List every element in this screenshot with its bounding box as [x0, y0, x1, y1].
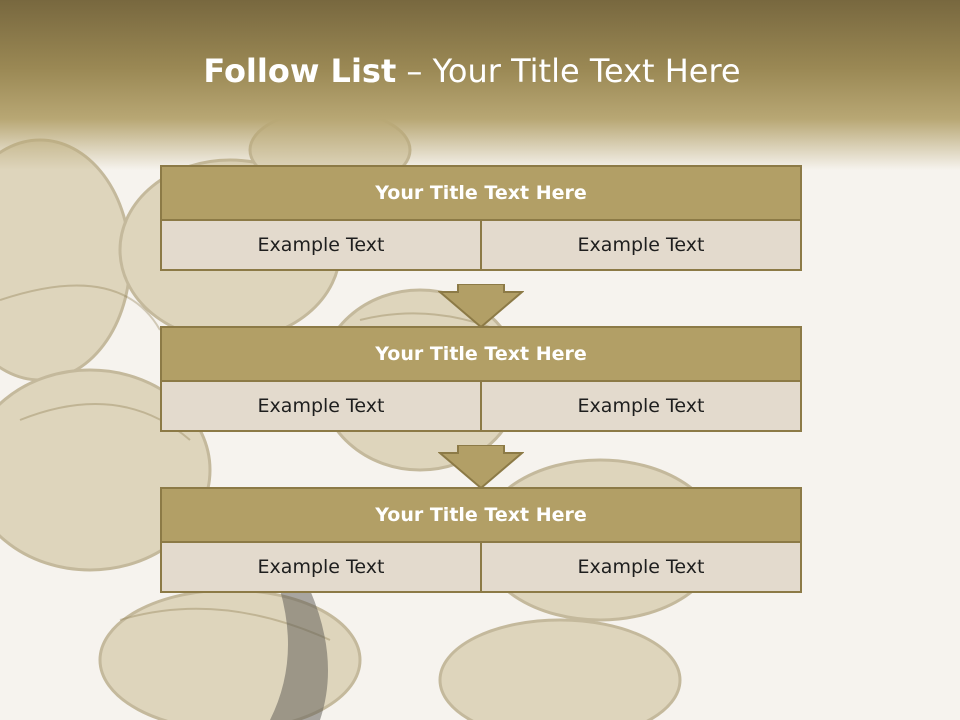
- step-block-2: Your Title Text Here Example Text Exampl…: [160, 326, 802, 432]
- step-title: Your Title Text Here: [160, 326, 802, 382]
- step-cell-right: Example Text: [480, 221, 800, 269]
- slide-title-bold: Follow List: [203, 52, 397, 90]
- slide-title: Follow List – Your Title Text Here: [0, 52, 944, 90]
- down-arrow-icon: [438, 445, 524, 489]
- step-row: Example Text Example Text: [160, 382, 802, 432]
- header-band: [0, 0, 960, 170]
- step-row: Example Text Example Text: [160, 543, 802, 593]
- step-cell-left: Example Text: [162, 382, 480, 430]
- step-block-1: Your Title Text Here Example Text Exampl…: [160, 165, 802, 271]
- step-cell-right: Example Text: [480, 543, 800, 591]
- step-cell-right: Example Text: [480, 382, 800, 430]
- step-row: Example Text Example Text: [160, 221, 802, 271]
- down-arrow-icon: [438, 284, 524, 328]
- step-block-3: Your Title Text Here Example Text Exampl…: [160, 487, 802, 593]
- slide-title-rest: – Your Title Text Here: [396, 52, 741, 90]
- step-title: Your Title Text Here: [160, 487, 802, 543]
- step-title: Your Title Text Here: [160, 165, 802, 221]
- step-cell-left: Example Text: [162, 543, 480, 591]
- step-cell-left: Example Text: [162, 221, 480, 269]
